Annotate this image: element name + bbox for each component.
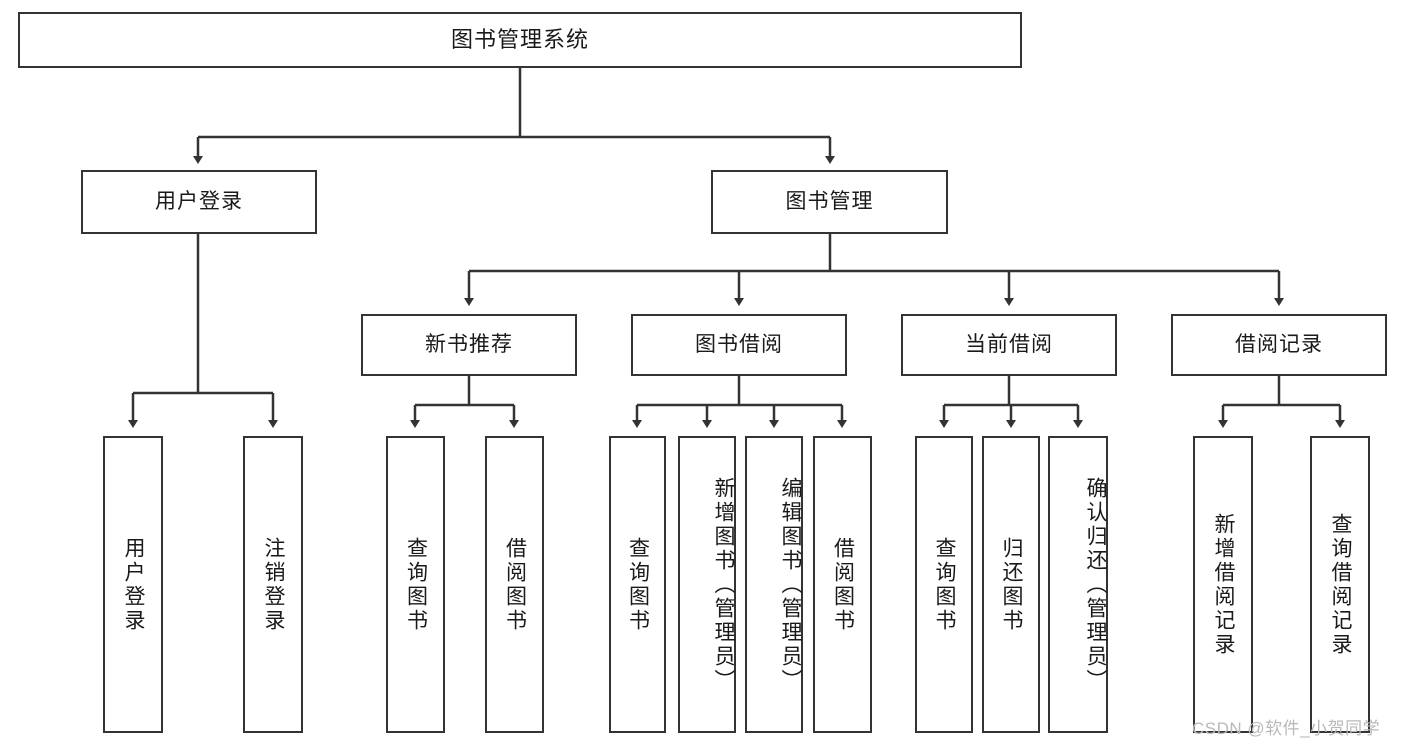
leaf-query-book-borrow[interactable]: 查询图书 [609, 436, 666, 733]
leaf-query-book-recommend[interactable]: 查询图书 [386, 436, 445, 733]
node-label: 查询借阅记录 [1329, 512, 1353, 657]
node-label: 借阅记录 [1235, 333, 1323, 357]
leaf-add-borrow-record[interactable]: 新增借阅记录 [1193, 436, 1253, 733]
node-user-login[interactable]: 用户登录 [81, 170, 317, 234]
node-label: 用户登录 [122, 536, 146, 633]
node-label: 新书推荐 [425, 333, 513, 357]
node-label: 查询图书 [626, 536, 650, 633]
node-label: 查询图书 [404, 536, 428, 633]
leaf-borrow-book[interactable]: 借阅图书 [813, 436, 872, 733]
node-current-borrow[interactable]: 当前借阅 [901, 314, 1117, 376]
node-label: 归还图书 [1000, 536, 1024, 633]
leaf-user-logout[interactable]: 注销登录 [243, 436, 303, 733]
node-label: 确认归还（管理员） [1084, 476, 1107, 693]
node-borrow-record[interactable]: 借阅记录 [1171, 314, 1387, 376]
node-label: 借阅图书 [831, 536, 855, 633]
node-label: 用户登录 [155, 190, 243, 214]
node-label: 图书管理系统 [450, 26, 589, 52]
node-label: 图书借阅 [695, 333, 783, 357]
node-label: 新增图书（管理员） [712, 476, 735, 693]
node-label: 图书管理 [785, 190, 874, 214]
node-book-borrow[interactable]: 图书借阅 [631, 314, 847, 376]
leaf-user-login[interactable]: 用户登录 [103, 436, 163, 733]
node-label: 查询图书 [933, 536, 957, 633]
node-label: 借阅图书 [503, 536, 527, 633]
node-label: 注销登录 [262, 536, 286, 633]
node-book-management[interactable]: 图书管理 [711, 170, 948, 234]
node-label: 新增借阅记录 [1212, 512, 1236, 657]
leaf-borrow-book-recommend[interactable]: 借阅图书 [485, 436, 544, 733]
node-label: 编辑图书（管理员） [779, 476, 802, 693]
node-label: 当前借阅 [965, 333, 1053, 357]
leaf-edit-book-admin[interactable]: 编辑图书（管理员） [745, 436, 803, 733]
leaf-query-borrow-record[interactable]: 查询借阅记录 [1310, 436, 1370, 733]
leaf-query-book-current[interactable]: 查询图书 [915, 436, 973, 733]
node-root-book-management-system[interactable]: 图书管理系统 [18, 12, 1022, 68]
leaf-confirm-return-admin[interactable]: 确认归还（管理员） [1048, 436, 1108, 733]
leaf-add-book-admin[interactable]: 新增图书（管理员） [678, 436, 736, 733]
csdn-watermark: CSDN @软件_小贺同学 [1192, 719, 1381, 738]
node-new-book-recommend[interactable]: 新书推荐 [361, 314, 577, 376]
leaf-return-book[interactable]: 归还图书 [982, 436, 1040, 733]
